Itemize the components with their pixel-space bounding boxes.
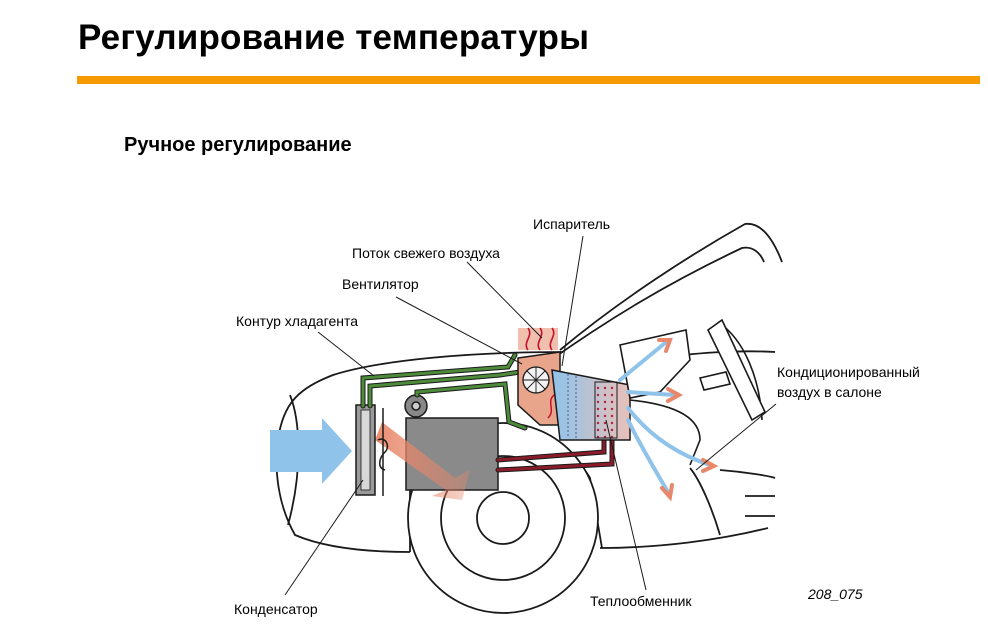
label-evaporator: Испаритель [533,216,611,232]
label-condenser: Конденсатор [234,601,318,617]
refrigerant-circuit [360,352,528,431]
label-fresh-air: Поток свежего воздуха [352,245,500,261]
label-refrigerant-circuit: Контур хладагента [236,313,359,329]
warm-air-stream-engine [375,422,470,500]
label-fan: Вентилятор [342,276,419,292]
incoming-air-arrow [270,418,352,484]
section-subtitle: Ручное регулирование [124,134,352,156]
label-conditioned-air-line1: Кондиционированный [777,364,920,380]
condenser-fan [377,408,389,496]
figure-number: 208_075 [808,586,863,602]
dashboard-outline [619,318,767,466]
condenser-unit [355,404,376,496]
heat-exchanger-core [594,381,618,439]
conditioned-air-arrows [618,338,719,502]
title-underline [77,76,980,84]
page-title: Регулирование температуры [78,18,590,57]
compressor [404,394,428,418]
label-leader-lines [284,235,777,596]
fan-housing [517,351,561,426]
label-conditioned-air-line2: воздух в салоне [777,384,882,400]
fresh-air-flow [518,327,558,351]
label-heat-exchanger: Теплообменник [590,593,692,609]
